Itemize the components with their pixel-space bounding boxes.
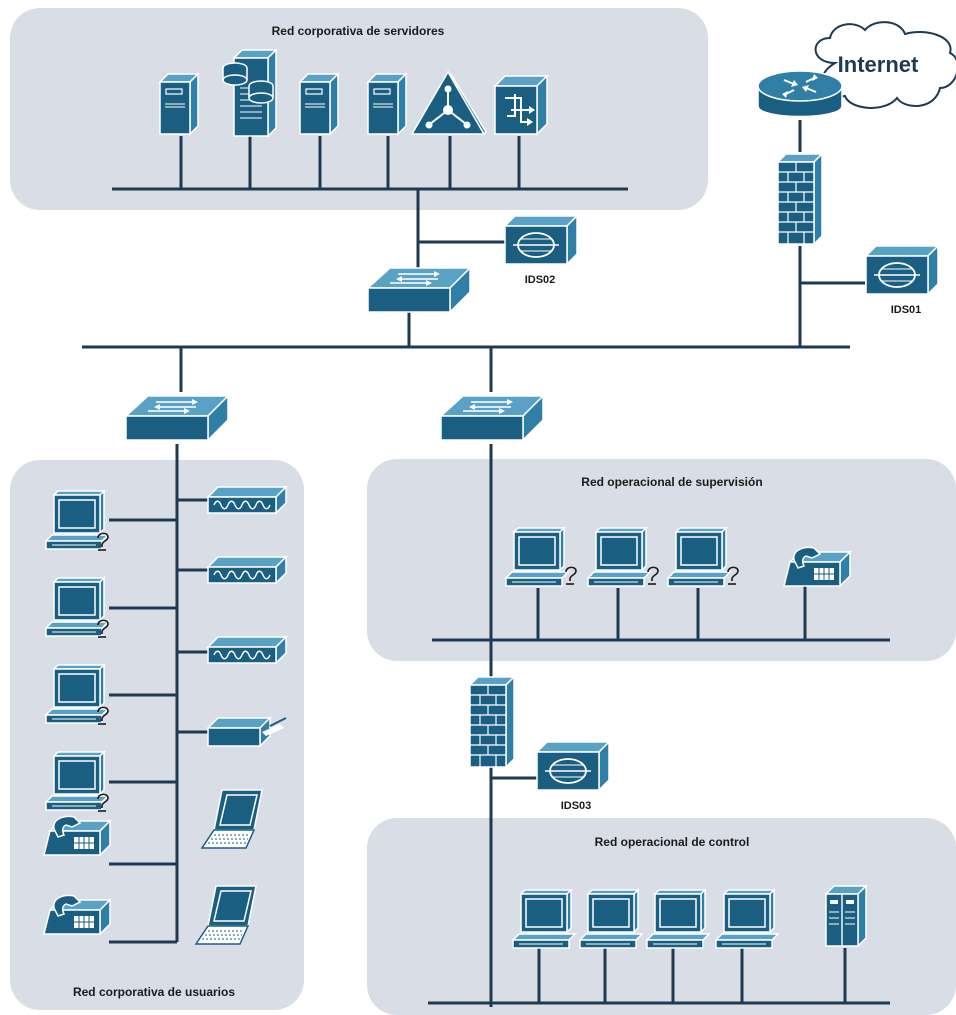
zone-title-control: Red operacional de control	[595, 835, 750, 849]
workstation-icon	[646, 889, 710, 949]
workstation-icon	[505, 527, 569, 587]
server-icon	[367, 73, 407, 135]
modem-icon	[207, 556, 287, 584]
wiring	[82, 120, 890, 1007]
router-icon	[757, 70, 843, 118]
server-icon	[159, 73, 199, 135]
ids03-label: IDS03	[561, 800, 592, 812]
internet-cloud-icon	[814, 21, 956, 109]
ids02-label: IDS02	[525, 274, 556, 286]
workstation-icon	[667, 527, 731, 587]
workstation-icon	[587, 527, 651, 587]
network-services-icon	[410, 70, 487, 136]
ids-icon	[504, 215, 578, 265]
ids-icon	[536, 741, 610, 791]
zone-supervision	[367, 459, 956, 661]
server-icon	[825, 885, 867, 947]
internet-label: Internet	[838, 52, 919, 77]
ids01-label: IDS01	[891, 304, 922, 316]
operational-switch-icon	[440, 395, 544, 441]
firewall-icon	[777, 153, 823, 245]
workstation-icon	[512, 889, 576, 949]
workstation-icon	[45, 664, 109, 724]
database-server-icon	[222, 48, 278, 138]
ids-icon	[865, 245, 939, 295]
workstation-icon	[45, 751, 109, 811]
server-icon	[299, 73, 339, 135]
users-switch-icon	[125, 395, 229, 441]
zone-title-servers: Red corporativa de servidores	[272, 24, 445, 38]
workstation-icon	[45, 490, 109, 550]
core-switch-icon	[367, 267, 471, 313]
workstation-icon	[45, 577, 109, 637]
zone-title-users: Red corporativa de usuarios	[73, 985, 235, 999]
workstation-icon	[579, 889, 643, 949]
workstation-icon	[715, 889, 779, 949]
firewall-icon	[469, 676, 515, 768]
modem-icon	[207, 486, 287, 514]
zone-servers	[10, 8, 708, 210]
modem-icon	[207, 636, 287, 664]
zone-title-supervision: Red operacional de supervisión	[581, 475, 762, 489]
content-switch-icon	[493, 74, 549, 136]
